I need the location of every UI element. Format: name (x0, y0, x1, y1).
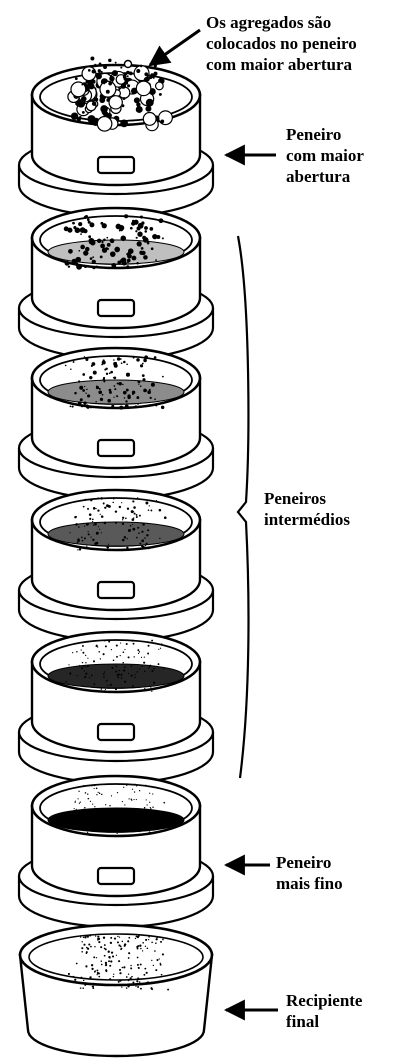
sieve-3 (19, 348, 213, 499)
sieve-handle-icon (98, 868, 134, 884)
top-label-line-1: Os agregados são (206, 12, 357, 33)
receiver-label-line-1: Recipiente (286, 990, 362, 1011)
sieve-handle-icon (98, 582, 134, 598)
intermediate-label-line-1: Peneiros (264, 488, 350, 509)
largest-sieve-label-line-3: abertura (286, 166, 364, 187)
top-label-arrow (150, 30, 200, 65)
receiver-label: Recipiente final (286, 990, 362, 1032)
finest-sieve-label: Peneiro mais fino (276, 852, 343, 894)
finest-sieve-label-line-2: mais fino (276, 873, 343, 894)
top-label-line-3: com maior abertura (206, 54, 357, 75)
receiver-pan (20, 925, 212, 1056)
largest-sieve-label: Peneiro com maior abertura (286, 124, 364, 187)
largest-sieve-label-line-1: Peneiro (286, 124, 364, 145)
sieve-handle-icon (98, 300, 134, 316)
sieve-1 (19, 65, 213, 216)
sieve-6 (19, 776, 213, 927)
sieve-5 (19, 632, 213, 783)
intermediate-label-line-2: intermédios (264, 509, 350, 530)
sieves-group (19, 56, 213, 1056)
top-label: Os agregados são colocados no peneiro co… (206, 12, 357, 75)
receiver-label-line-2: final (286, 1011, 362, 1032)
sieve-handle-icon (98, 440, 134, 456)
sieve-handle-icon (98, 724, 134, 740)
sieve-handle-icon (98, 157, 134, 173)
intermediate-sieves-label: Peneiros intermédios (264, 488, 350, 530)
intermediate-brace (238, 236, 248, 778)
largest-sieve-label-line-2: com maior (286, 145, 364, 166)
sieve-4 (19, 490, 213, 641)
top-label-line-2: colocados no peneiro (206, 33, 357, 54)
sieve-2 (19, 208, 213, 359)
finest-sieve-label-line-1: Peneiro (276, 852, 343, 873)
